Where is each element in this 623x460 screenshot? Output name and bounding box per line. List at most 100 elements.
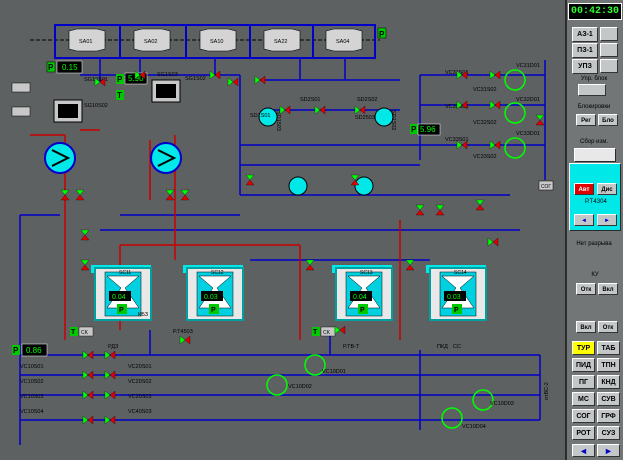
turbopump[interactable] bbox=[199, 28, 237, 52]
tag-label: VC32S01 bbox=[445, 104, 469, 110]
valve[interactable] bbox=[104, 415, 116, 425]
valve[interactable] bbox=[104, 370, 116, 380]
valve[interactable] bbox=[435, 204, 445, 216]
valve[interactable] bbox=[487, 237, 499, 247]
valve[interactable] bbox=[75, 189, 85, 201]
block-toggle[interactable] bbox=[578, 84, 606, 96]
pump-sd2[interactable] bbox=[374, 107, 394, 127]
pump-sd3[interactable] bbox=[288, 176, 308, 196]
signal-box-1[interactable] bbox=[11, 82, 31, 93]
alarm-dis-button[interactable]: Дис bbox=[597, 183, 617, 195]
turbopump[interactable] bbox=[263, 28, 301, 52]
screen-button[interactable]: СУЗ bbox=[597, 426, 620, 440]
pz-aux-button[interactable] bbox=[600, 43, 618, 57]
valve[interactable] bbox=[314, 105, 326, 115]
pump-vc33[interactable] bbox=[504, 137, 526, 159]
valve[interactable] bbox=[82, 415, 94, 425]
valve[interactable] bbox=[209, 70, 221, 80]
valve[interactable] bbox=[456, 140, 468, 150]
valve[interactable] bbox=[279, 105, 291, 115]
pump-vc10d04[interactable] bbox=[441, 407, 463, 429]
az-button[interactable]: АЗ-1 bbox=[572, 27, 598, 42]
screen-button[interactable]: КНД bbox=[597, 375, 620, 389]
screen-button[interactable]: ПИД bbox=[572, 358, 595, 372]
valve[interactable] bbox=[489, 100, 501, 110]
lock-reg-button[interactable]: Рег bbox=[576, 114, 596, 126]
az-aux-button[interactable] bbox=[600, 27, 618, 41]
valve[interactable] bbox=[354, 105, 366, 115]
turbopump[interactable] bbox=[68, 28, 106, 52]
valve[interactable] bbox=[60, 189, 70, 201]
screen-button[interactable]: СОГ bbox=[572, 409, 595, 423]
mode2-off-button[interactable]: Отк bbox=[598, 321, 618, 333]
valve[interactable] bbox=[179, 335, 191, 345]
lock-block-button[interactable]: Бло bbox=[598, 114, 618, 126]
valve[interactable] bbox=[165, 189, 175, 201]
valve[interactable] bbox=[475, 199, 485, 211]
signal-box-2[interactable] bbox=[11, 106, 31, 117]
screen-button[interactable]: СУВ bbox=[597, 392, 620, 406]
turbopump[interactable] bbox=[325, 28, 363, 52]
pump-vc10d02[interactable] bbox=[266, 374, 288, 396]
valve[interactable] bbox=[80, 229, 90, 241]
heat-exchanger-left[interactable] bbox=[44, 142, 76, 174]
pump-vc32[interactable] bbox=[504, 102, 526, 124]
page-prev-button[interactable]: ◄ bbox=[572, 444, 595, 457]
pump-vc10d01[interactable] bbox=[304, 354, 326, 376]
turbopump[interactable] bbox=[133, 28, 171, 52]
valve[interactable] bbox=[456, 100, 468, 110]
valve[interactable] bbox=[82, 350, 94, 360]
valve[interactable] bbox=[134, 70, 146, 80]
pump-sd4[interactable] bbox=[354, 176, 374, 196]
valve[interactable] bbox=[80, 259, 90, 271]
alarm-next-button[interactable]: ► bbox=[597, 214, 617, 226]
ck-button[interactable] bbox=[78, 326, 94, 337]
valve[interactable] bbox=[350, 174, 360, 186]
tag-label: отВС-2 bbox=[544, 382, 550, 400]
mode2-on-button[interactable]: Вкл bbox=[576, 321, 596, 333]
press-readout: 5.96 bbox=[420, 125, 436, 134]
valve[interactable] bbox=[104, 390, 116, 400]
screen-button[interactable]: ГРФ bbox=[597, 409, 620, 423]
valve[interactable] bbox=[245, 174, 255, 186]
page-next-button[interactable]: ► bbox=[597, 444, 620, 457]
valve[interactable] bbox=[535, 114, 545, 126]
valve[interactable] bbox=[489, 140, 501, 150]
sc-p-label: P bbox=[211, 307, 216, 314]
mode-off-button[interactable]: Отк bbox=[576, 283, 596, 295]
alarm-prev-button[interactable]: ◄ bbox=[574, 214, 594, 226]
screen-button[interactable]: РОТ bbox=[572, 426, 595, 440]
tag-label: SD2S01 bbox=[300, 97, 321, 103]
valve[interactable] bbox=[305, 259, 315, 271]
valve[interactable] bbox=[456, 70, 468, 80]
valve[interactable] bbox=[82, 390, 94, 400]
screen-button[interactable]: МС bbox=[572, 392, 595, 406]
valve[interactable] bbox=[334, 325, 346, 335]
valve[interactable] bbox=[82, 370, 94, 380]
valve[interactable] bbox=[180, 189, 190, 201]
valve[interactable] bbox=[104, 350, 116, 360]
sgt-box[interactable] bbox=[538, 180, 554, 191]
upz-aux-button[interactable] bbox=[600, 59, 618, 73]
screen-button[interactable]: ПГ bbox=[572, 375, 595, 389]
upz-button[interactable]: УПЗ bbox=[572, 59, 598, 74]
valve[interactable] bbox=[405, 259, 415, 271]
screen-button[interactable]: ТУР bbox=[572, 341, 595, 355]
valve[interactable] bbox=[227, 77, 239, 87]
tag-label: КБЗ bbox=[138, 312, 149, 318]
ck-tag: CK bbox=[81, 330, 89, 336]
pump-sd1[interactable] bbox=[258, 107, 278, 127]
valve[interactable] bbox=[254, 75, 266, 85]
pump-vc31[interactable] bbox=[504, 69, 526, 91]
valve[interactable] bbox=[489, 70, 501, 80]
screen-button[interactable]: ТПН bbox=[597, 358, 620, 372]
valve[interactable] bbox=[94, 77, 106, 87]
pz-button[interactable]: ПЗ-1 bbox=[572, 43, 598, 58]
alarm-auto-button[interactable]: Авт bbox=[574, 183, 594, 195]
heat-exchanger-right[interactable] bbox=[150, 142, 182, 174]
valve[interactable] bbox=[415, 204, 425, 216]
pump-vc10d03[interactable] bbox=[472, 389, 494, 411]
screen-button[interactable]: ТАБ bbox=[597, 341, 620, 355]
tag-label: VC31D01 bbox=[516, 63, 540, 69]
mode-on-button[interactable]: Вкл bbox=[598, 283, 618, 295]
